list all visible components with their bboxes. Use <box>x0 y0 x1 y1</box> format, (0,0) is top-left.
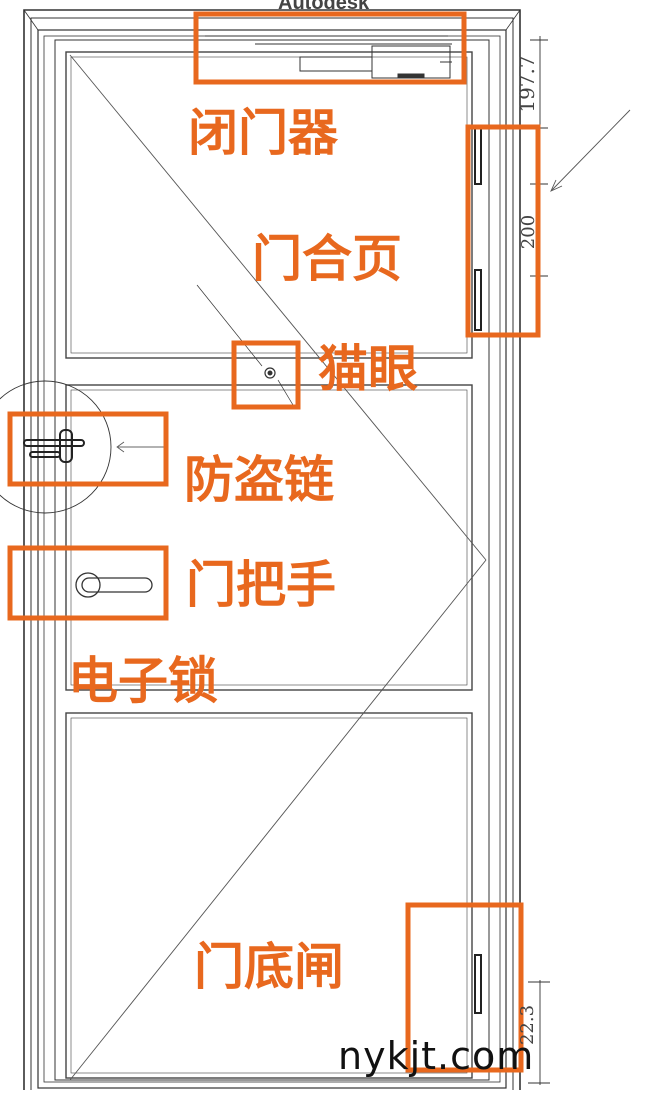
label-electronic-lock: 电子锁 <box>68 652 218 710</box>
dim-top-gap: 197.7 <box>515 55 539 112</box>
label-security-chain: 防盗链 <box>184 451 334 509</box>
top-text: Autodesk <box>278 0 370 14</box>
callout-arrow <box>550 109 631 192</box>
highlight-boxes <box>7 11 541 1073</box>
label-bottom-latch: 门底闸 <box>194 938 344 996</box>
swing-lines <box>69 54 487 1081</box>
label-handle: 门把手 <box>186 556 336 614</box>
chain-arrow <box>116 441 125 453</box>
label-door-closer: 闭门器 <box>188 104 338 162</box>
label-hinge: 门合页 <box>252 230 402 288</box>
security-chain-part <box>0 380 168 514</box>
label-peephole: 猫眼 <box>318 340 418 398</box>
watermark: nykjt.com <box>338 1034 535 1078</box>
peephole-part <box>196 284 294 406</box>
door-closer-part <box>205 29 452 79</box>
handle-part <box>75 572 153 598</box>
dim-hinge-spacing: 200 <box>518 215 539 249</box>
dim-bottom-gap: 22.3 <box>517 1005 538 1045</box>
